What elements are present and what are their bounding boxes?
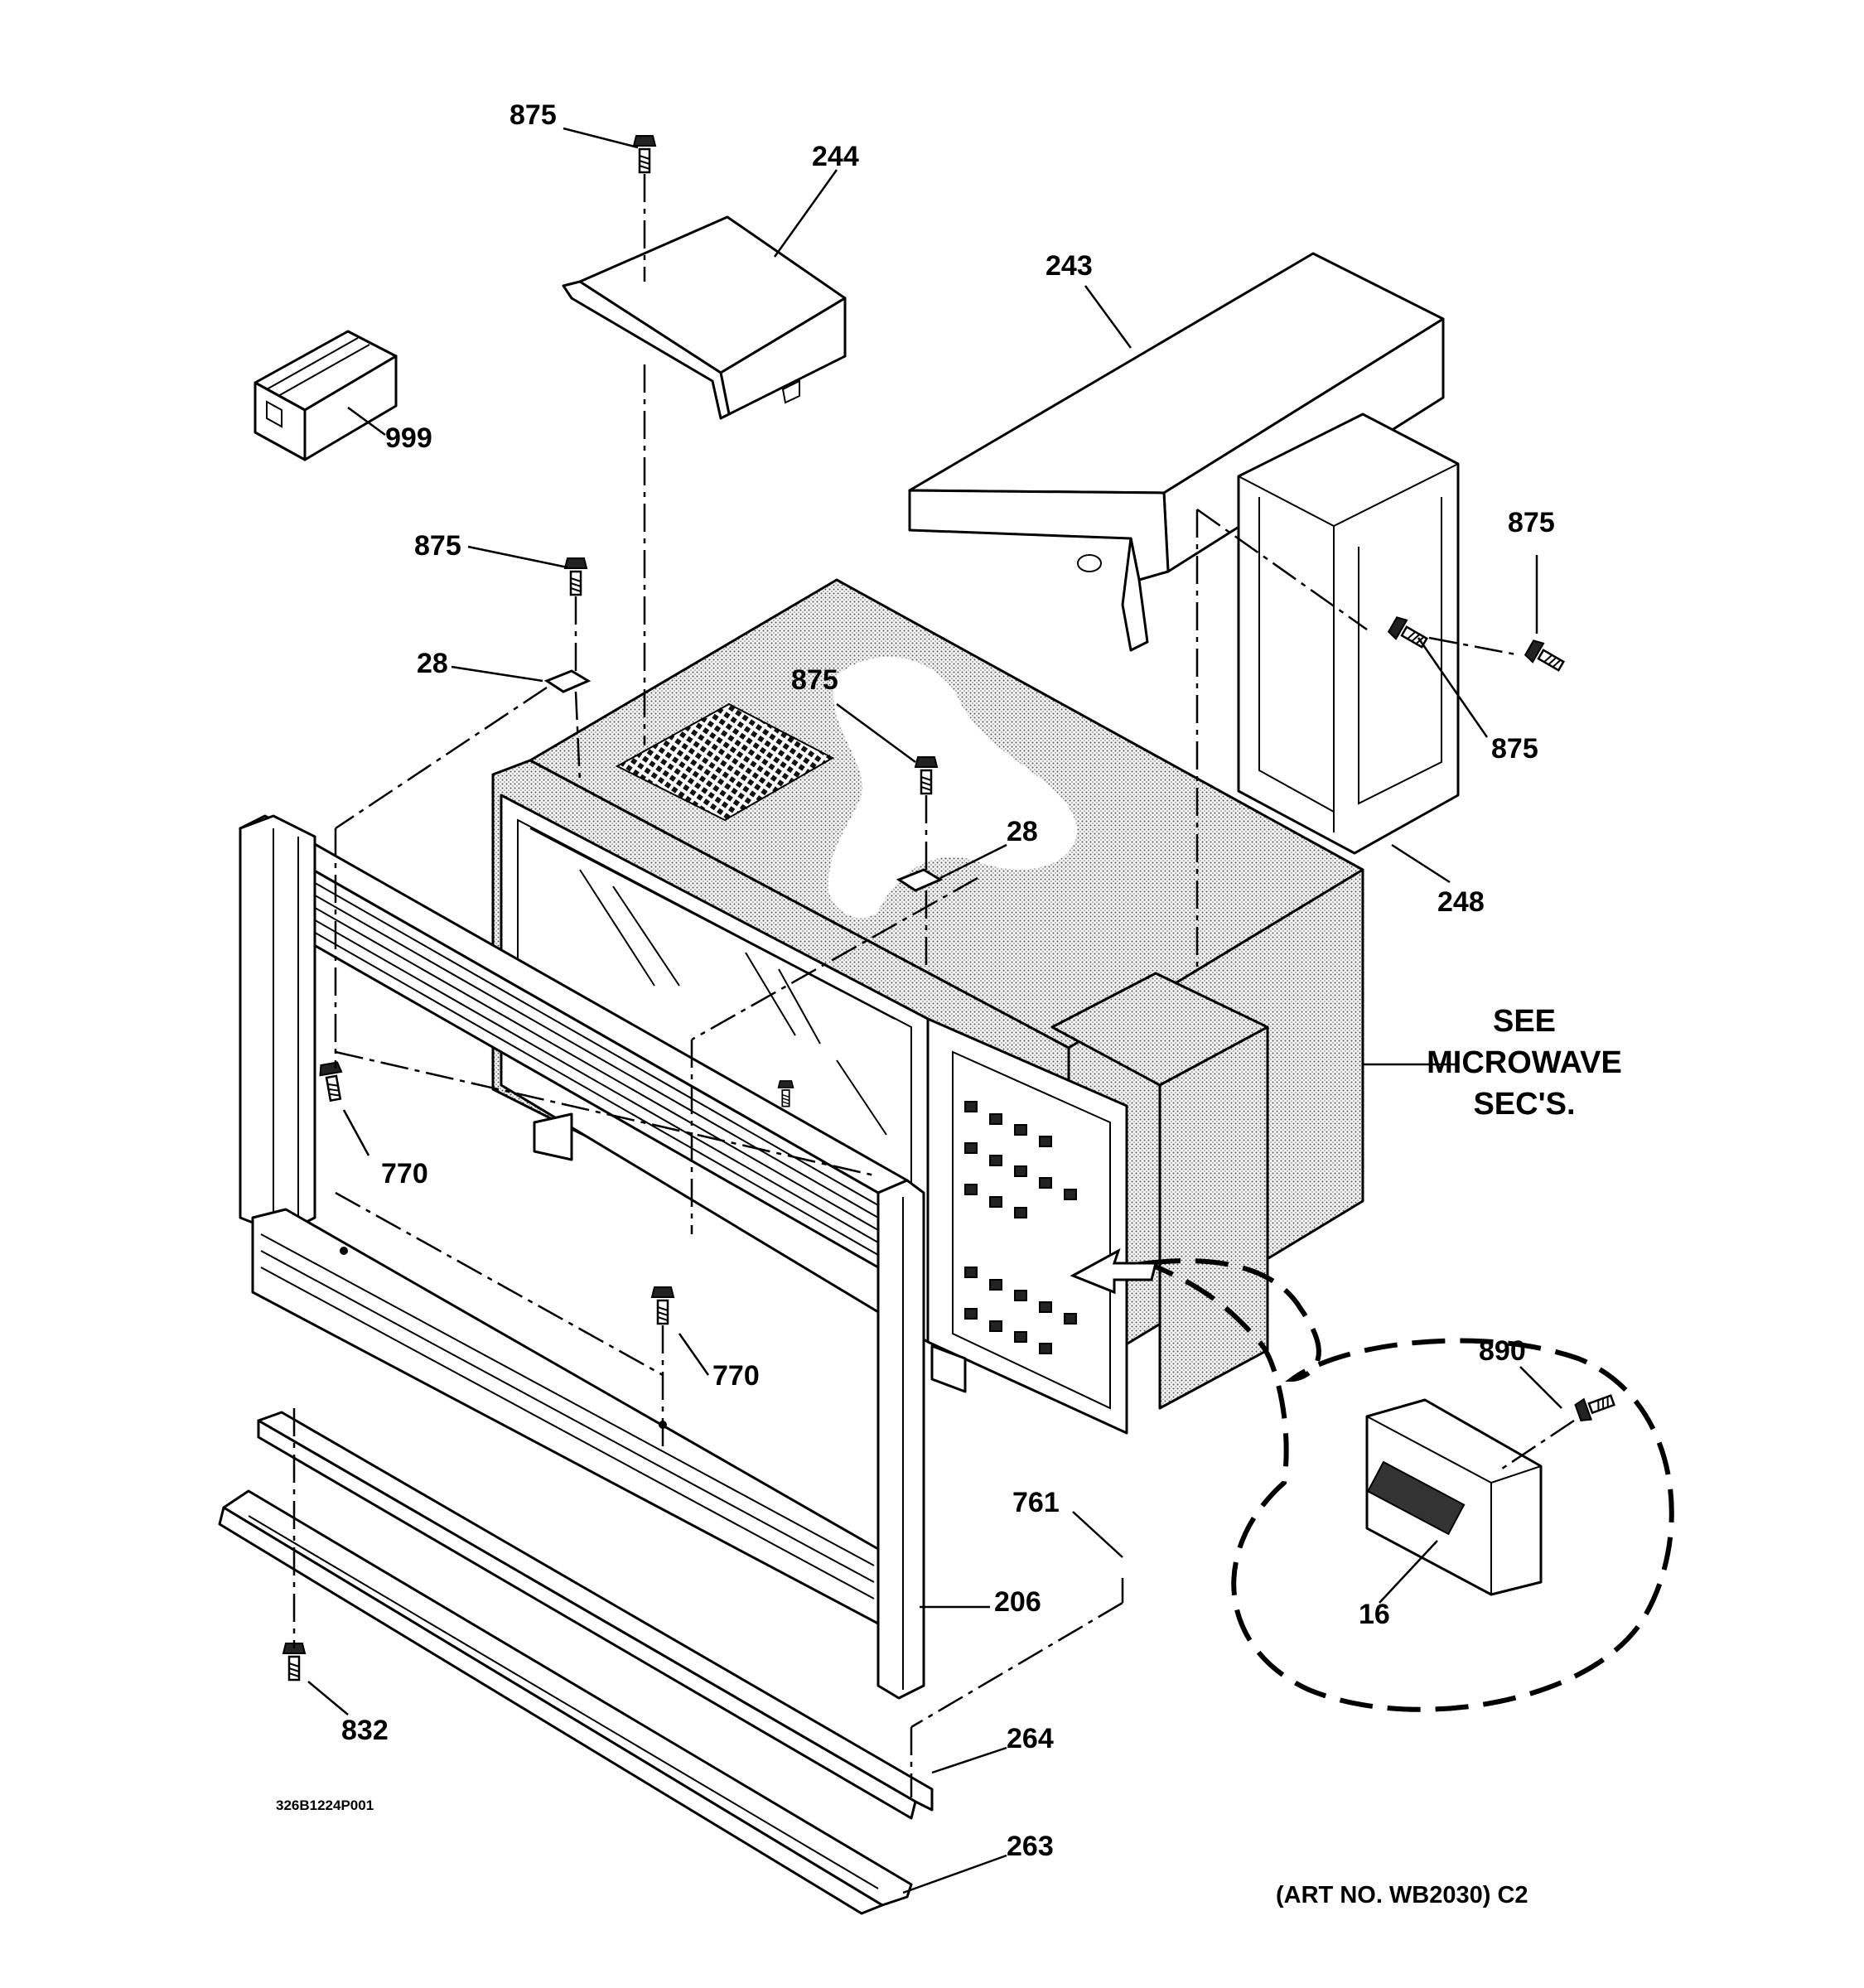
screw-770-upper-icon [317, 1060, 347, 1103]
assembly-lines [292, 174, 1575, 1797]
leader-lines [307, 127, 1562, 1894]
label-875-top: 875 [509, 99, 557, 131]
screw-890-icon [1573, 1388, 1618, 1424]
clip-28-center-icon [896, 868, 944, 892]
screw-875-top-icon [632, 134, 657, 174]
label-761: 761 [1012, 1487, 1060, 1518]
label-890: 890 [1479, 1335, 1526, 1367]
label-875-center: 875 [791, 664, 838, 696]
screw-875-left-icon [563, 557, 588, 596]
label-206: 206 [994, 1586, 1041, 1618]
label-248: 248 [1437, 886, 1485, 918]
screw-832-icon [282, 1642, 307, 1682]
label-875-left: 875 [414, 530, 461, 562]
label-999: 999 [385, 422, 432, 454]
clip-28-left-icon [543, 669, 592, 693]
label-875-right-top: 875 [1508, 507, 1555, 538]
part-999-box [254, 330, 398, 461]
part-244-cover [562, 215, 847, 420]
part-248-duct [1237, 413, 1460, 855]
label-28-left: 28 [417, 648, 448, 679]
part-16-control-board [1365, 1398, 1543, 1596]
label-263: 263 [1007, 1831, 1054, 1862]
label-244: 244 [812, 141, 859, 172]
label-28-center: 28 [1007, 816, 1038, 847]
screw-770-lower-icon [650, 1286, 675, 1325]
art-number: (ART NO. WB2030) C2 [1276, 1882, 1528, 1908]
label-770-lower: 770 [712, 1360, 760, 1392]
screw-875-right-bottom-icon [1523, 637, 1567, 677]
label-264: 264 [1007, 1723, 1054, 1754]
oven-cabinet [491, 578, 1364, 1435]
drawing-code: 326B1224P001 [276, 1797, 374, 1813]
label-770-upper: 770 [381, 1158, 428, 1189]
callout-arrow [1070, 1247, 1157, 1295]
see-note-line2: MICROWAVE [1427, 1045, 1622, 1080]
control-panel-buttons [964, 1101, 1077, 1354]
label-832: 832 [341, 1715, 389, 1746]
part-264-trim [257, 1411, 934, 1820]
see-note-line1: SEE [1493, 1004, 1556, 1039]
part-206-front-frame [239, 814, 925, 1700]
label-243: 243 [1045, 250, 1093, 282]
see-note-line3: SEC'S. [1473, 1087, 1575, 1122]
label-875-right-bottom: 875 [1491, 733, 1538, 765]
label-16: 16 [1359, 1599, 1390, 1630]
